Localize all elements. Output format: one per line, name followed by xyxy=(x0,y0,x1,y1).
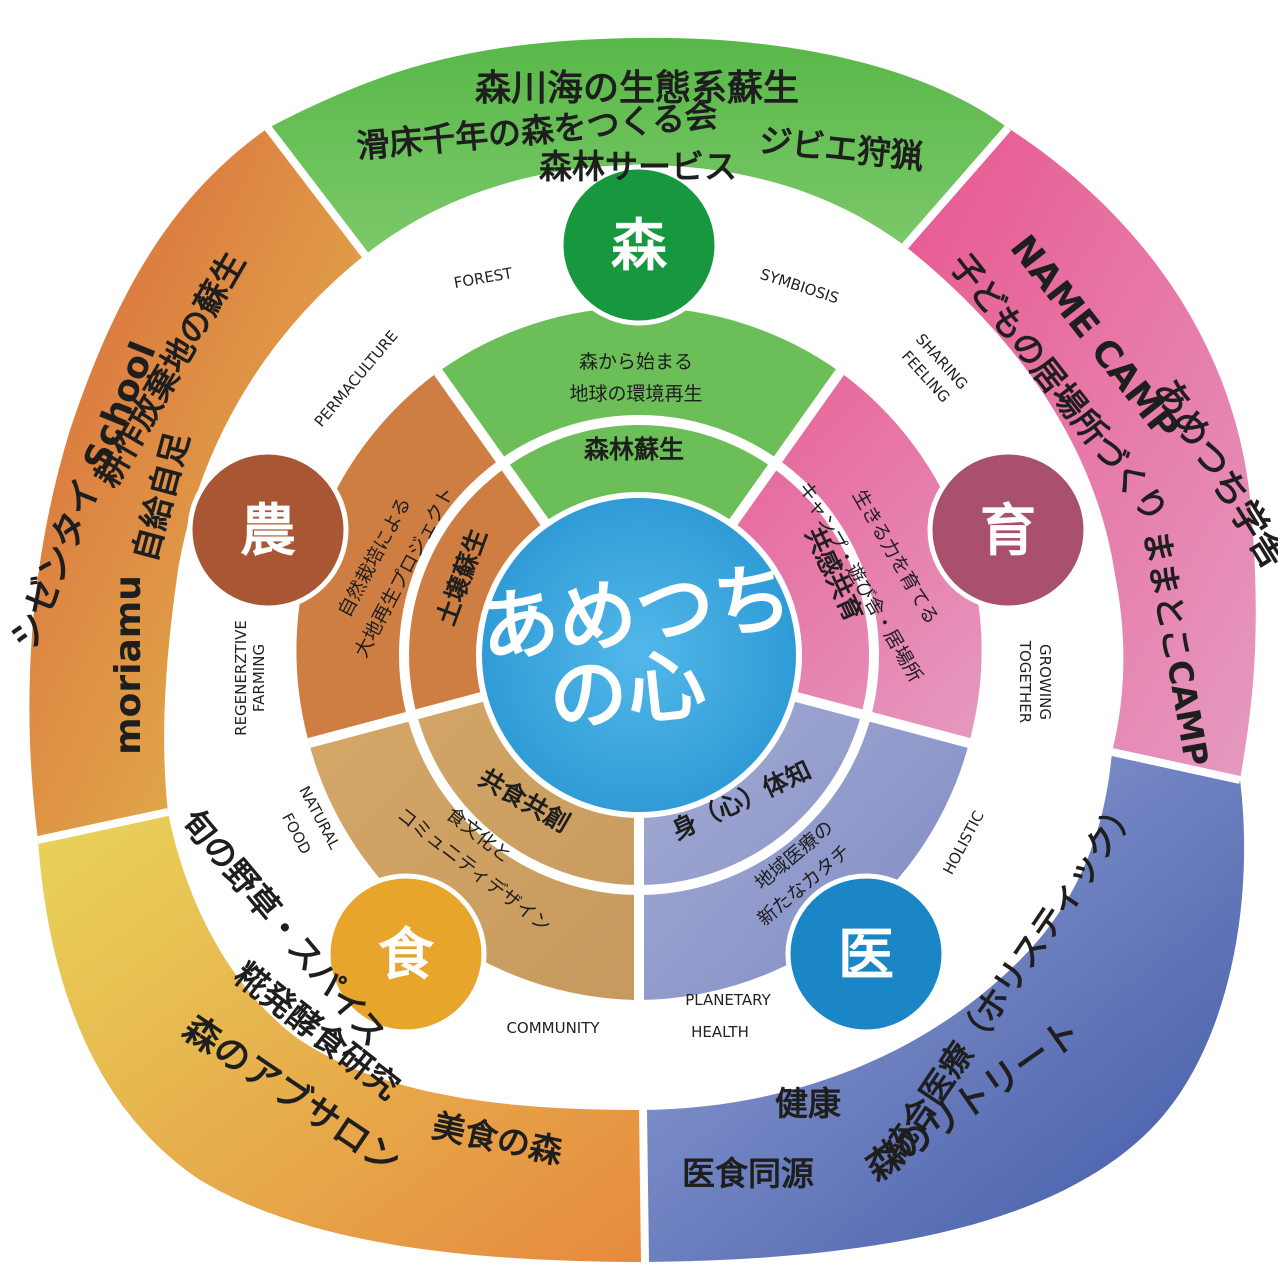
middle-forest-line2: 地球の環境再生 xyxy=(569,383,702,405)
outer-forest-4: 森林サービス xyxy=(539,147,737,186)
outer-dividers xyxy=(37,125,1241,1263)
badge-grow: 育 xyxy=(927,449,1089,611)
band-planetary: PLANETARY xyxy=(685,991,771,1009)
middle-sector-forest xyxy=(438,307,840,655)
badge-med: 医 xyxy=(785,873,947,1035)
outer-forest-1: 森川海の生態系蘇生 xyxy=(475,68,799,109)
inner-forest: 森林蘇生 xyxy=(584,435,684,464)
outer-sector-med xyxy=(643,752,1245,1262)
badge-grow-label: 育 xyxy=(980,499,1036,564)
outer-sector-forest xyxy=(268,37,1008,255)
badge-farm: 農 xyxy=(187,449,349,611)
band-health: HEALTH xyxy=(691,1023,749,1041)
band-growing: GROWING xyxy=(1036,644,1054,720)
badge-med-label: 医 xyxy=(838,923,894,988)
band-community: COMMUNITY xyxy=(506,1019,600,1037)
band-together: TOGETHER xyxy=(1016,640,1034,723)
outer-farm-4: moriamu xyxy=(108,575,149,755)
middle-forest-line1: 森から始まる xyxy=(579,351,693,373)
badge-food-label: 食 xyxy=(378,923,435,988)
center-circle xyxy=(476,492,802,818)
badge-forest: 森 xyxy=(558,164,720,326)
outer-med-2: 健康 xyxy=(775,1084,842,1123)
center-title-line2: の心 xyxy=(545,639,710,745)
band-regen: REGENERZTIVE xyxy=(232,620,250,736)
badge-farm-label: 農 xyxy=(240,499,296,564)
outer-sector-farm xyxy=(29,128,366,840)
outer-sector-grow xyxy=(905,128,1256,780)
badge-food: 食 xyxy=(325,873,487,1035)
outer-ring xyxy=(29,37,1256,1262)
outer-sector-food xyxy=(38,812,645,1262)
band-farming: FARMING xyxy=(250,644,268,712)
badge-forest-label: 森 xyxy=(611,214,668,279)
outer-med-3: 医食同源 xyxy=(682,1154,814,1193)
